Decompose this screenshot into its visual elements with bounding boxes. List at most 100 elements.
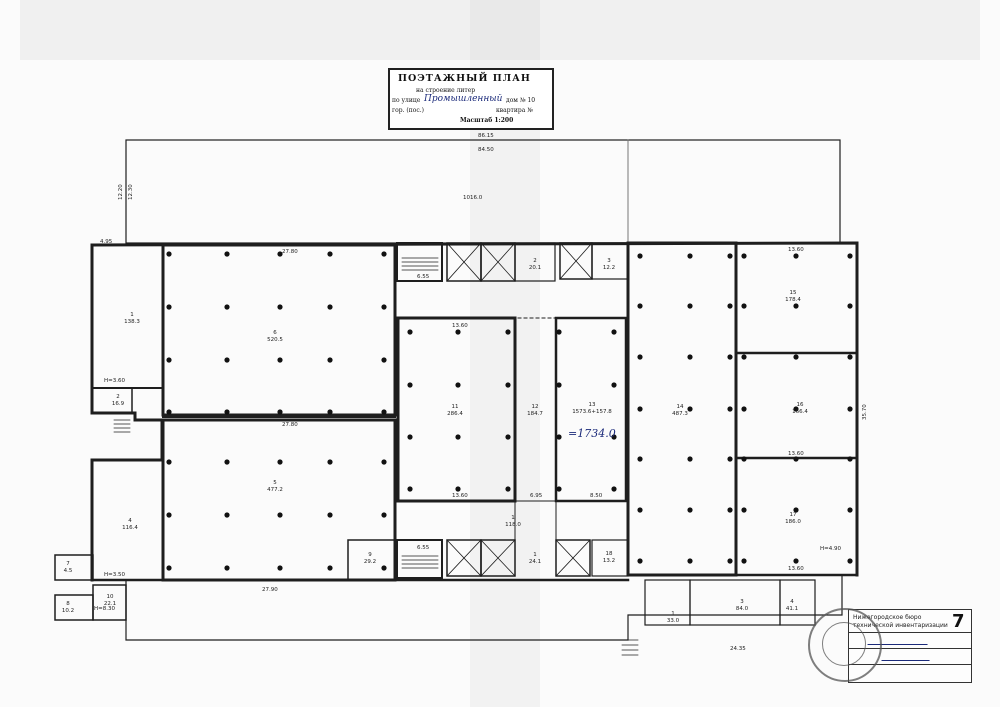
column-dot bbox=[847, 558, 853, 564]
dim-top-overall: 86.15 bbox=[478, 133, 494, 139]
room-7-number: 7 bbox=[66, 561, 70, 567]
room-18-area: 13.2 bbox=[603, 558, 615, 564]
title-apartment: квартира № bbox=[496, 107, 533, 114]
title-scale: Масштаб 1:200 bbox=[460, 117, 514, 124]
column-dot bbox=[611, 434, 617, 440]
room-11-number: 11 bbox=[452, 404, 459, 410]
room-14-number: 14 bbox=[677, 404, 684, 410]
stamp-org-line1: Нижегородское бюро bbox=[853, 614, 922, 621]
column-dot bbox=[556, 329, 562, 335]
dim-room5-width: 27.80 bbox=[282, 422, 298, 428]
sheet-number: 7 bbox=[952, 611, 965, 632]
column-dot bbox=[637, 456, 643, 462]
column-dot bbox=[277, 251, 283, 257]
room-9-area: 29.2 bbox=[364, 559, 376, 565]
room-lobby-number: 1 bbox=[533, 552, 537, 558]
dim-mid-bottom: 13.60 bbox=[452, 493, 468, 499]
room-15-number: 15 bbox=[790, 290, 797, 296]
room-top-small-2-area: 12.2 bbox=[603, 265, 615, 271]
room-5-number: 5 bbox=[273, 480, 277, 486]
room-17-number: 17 bbox=[790, 512, 797, 518]
room-b1-area: 33.0 bbox=[667, 618, 680, 624]
column-dot bbox=[327, 409, 333, 415]
room-13-number: 13 bbox=[589, 402, 596, 408]
room-1-outline bbox=[91, 244, 164, 389]
plan-heading: ПОЭТАЖНЫЙ ПЛАН bbox=[398, 73, 531, 84]
room-top-small-1-area: 20.1 bbox=[529, 265, 541, 271]
column-dot bbox=[687, 253, 693, 259]
column-dot bbox=[847, 406, 853, 412]
room-16-number: 16 bbox=[797, 402, 804, 408]
dim-right-top: 13.60 bbox=[788, 247, 804, 253]
room-14-area: 487.3 bbox=[672, 411, 688, 417]
column-dot bbox=[793, 253, 799, 259]
column-dot bbox=[637, 406, 643, 412]
room-10-number: 10 bbox=[107, 594, 114, 600]
column-dot bbox=[793, 354, 799, 360]
dim-h3: H=4.90 bbox=[820, 546, 841, 552]
column-dot bbox=[637, 507, 643, 513]
column-dot bbox=[327, 459, 333, 465]
column-dot bbox=[381, 565, 387, 571]
column-dot bbox=[166, 357, 172, 363]
column-dot bbox=[727, 456, 733, 462]
dim-stair-bottom: 6.55 bbox=[417, 545, 430, 551]
column-dot bbox=[727, 406, 733, 412]
column-dot bbox=[741, 456, 747, 462]
column-dot bbox=[611, 329, 617, 335]
room-7-area: 4.5 bbox=[64, 568, 73, 574]
column-dot bbox=[224, 251, 230, 257]
column-dot bbox=[407, 329, 413, 335]
column-dot bbox=[381, 357, 387, 363]
room-b4-number: 4 bbox=[790, 599, 794, 605]
room-2-number: 2 bbox=[116, 394, 120, 400]
column-dot bbox=[277, 512, 283, 518]
dim-top-area: 1016.0 bbox=[463, 195, 483, 201]
room-11-area: 286.4 bbox=[447, 411, 463, 417]
room-2-outline bbox=[91, 387, 133, 414]
dim-top-inner: 84.50 bbox=[478, 147, 494, 153]
room-9-number: 9 bbox=[368, 552, 372, 558]
column-dot bbox=[793, 303, 799, 309]
room-8-area: 10.2 bbox=[62, 608, 74, 614]
stair-top-left bbox=[396, 242, 443, 282]
room-2-area: 16.9 bbox=[112, 401, 125, 407]
column-dot bbox=[166, 304, 172, 310]
room-17-area: 186.0 bbox=[785, 519, 801, 525]
room-6-number: 6 bbox=[273, 330, 277, 336]
room-lobby-area: 24.1 bbox=[529, 559, 541, 565]
column-dot bbox=[793, 507, 799, 513]
column-dot bbox=[687, 558, 693, 564]
column-dot bbox=[166, 512, 172, 518]
stair-bottom-left bbox=[396, 539, 443, 579]
column-dot bbox=[741, 507, 747, 513]
column-dot bbox=[505, 486, 511, 492]
column-dot bbox=[277, 357, 283, 363]
column-dot bbox=[407, 486, 413, 492]
room-8-number: 8 bbox=[66, 601, 70, 607]
column-dot bbox=[637, 354, 643, 360]
column-dot bbox=[741, 558, 747, 564]
column-dot bbox=[687, 456, 693, 462]
column-dot bbox=[166, 459, 172, 465]
room-top-small-2-number: 3 bbox=[607, 258, 611, 264]
column-dot bbox=[637, 558, 643, 564]
lower-extension-outline bbox=[125, 574, 843, 641]
room-b4-area: 41.1 bbox=[786, 606, 798, 612]
column-dot bbox=[727, 303, 733, 309]
column-dot bbox=[727, 253, 733, 259]
title-street-handwritten: Промышленный bbox=[424, 94, 503, 104]
column-dot bbox=[793, 558, 799, 564]
room-13-handwritten-total: =1734.0 bbox=[568, 427, 616, 440]
room-corridor-number: 1 bbox=[511, 515, 515, 521]
column-dot bbox=[277, 459, 283, 465]
dim-h1: H=3.60 bbox=[104, 378, 125, 384]
dim-right-bot: 13.60 bbox=[788, 566, 804, 572]
dim-mid-top: 13.60 bbox=[452, 323, 468, 329]
title-building-line: на строение литер bbox=[416, 87, 476, 94]
column-dot bbox=[327, 565, 333, 571]
column-dot bbox=[224, 357, 230, 363]
room-7-outline bbox=[54, 554, 94, 581]
column-dot bbox=[727, 354, 733, 360]
column-dot bbox=[611, 382, 617, 388]
